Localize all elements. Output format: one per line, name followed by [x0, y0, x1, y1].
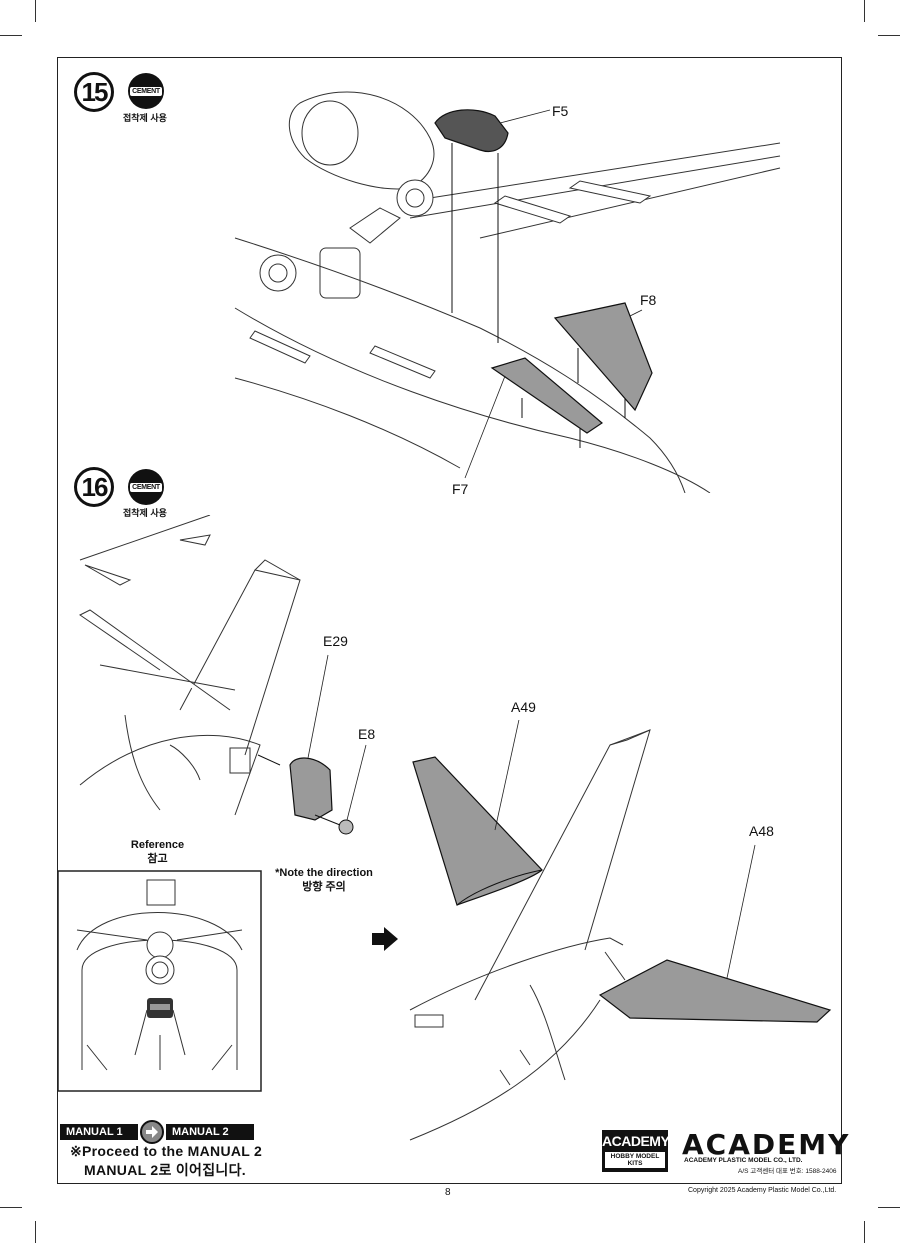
manual-2-label: MANUAL 2	[166, 1124, 254, 1140]
part-label-f7: F7	[452, 481, 469, 497]
crop-mark	[0, 35, 22, 36]
part-label-a48: A48	[749, 823, 774, 839]
company-name: ACADEMY PLASTIC MODEL CO., LTD.	[684, 1157, 803, 1164]
tail-assembly-illustration	[79, 515, 301, 816]
arrow-right-icon	[140, 1120, 164, 1144]
academy-hobby-logo: ACADEMY HOBBY MODEL KITS	[602, 1130, 670, 1172]
manual-transition-bar: MANUAL 1 MANUAL 2	[60, 1120, 254, 1144]
crop-mark	[864, 1221, 865, 1243]
cement-caption: 접착제 사용	[123, 113, 167, 123]
stabilizer-assembly-illustration	[409, 720, 832, 1141]
copyright: Copyright 2025 Academy Plastic Model Co.…	[688, 1187, 837, 1194]
cement-caption: 접착제 사용	[123, 508, 167, 518]
crop-mark	[864, 0, 865, 22]
step-16-number: 16	[74, 467, 114, 507]
academy-logo: ACADEMY	[682, 1128, 851, 1161]
cement-icon: CEMENT	[128, 469, 164, 505]
reference-detail-illustration	[57, 870, 262, 1092]
crop-mark	[35, 0, 36, 22]
crop-mark	[878, 1207, 900, 1208]
part-label-e29: E29	[323, 633, 348, 649]
proceed-note: ※Proceed to the MANUAL 2 MANUAL 2로 이어집니다…	[70, 1143, 263, 1178]
step-15-number: 15	[74, 72, 114, 112]
part-label-f8: F8	[640, 292, 657, 308]
crop-mark	[0, 1207, 22, 1208]
crop-mark	[878, 35, 900, 36]
part-label-a49: A49	[511, 699, 536, 715]
page-frame	[57, 57, 842, 1184]
direction-note: *Note the direction 방향 주의	[275, 867, 373, 893]
service-number: A/S 고객센터 대표 번호: 1588-2406	[738, 1168, 837, 1175]
exhaust-parts	[289, 654, 367, 835]
part-label-e8: E8	[358, 726, 376, 742]
crop-mark	[35, 1221, 36, 1243]
step-15-illustration	[234, 91, 781, 493]
page-number: 8	[445, 1187, 451, 1198]
part-label-f5: F5	[552, 103, 569, 119]
cement-icon: CEMENT	[128, 73, 164, 109]
reference-label: Reference 참고	[130, 839, 185, 865]
proceed-arrow-icon	[372, 927, 398, 951]
manual-1-label: MANUAL 1	[60, 1124, 138, 1140]
